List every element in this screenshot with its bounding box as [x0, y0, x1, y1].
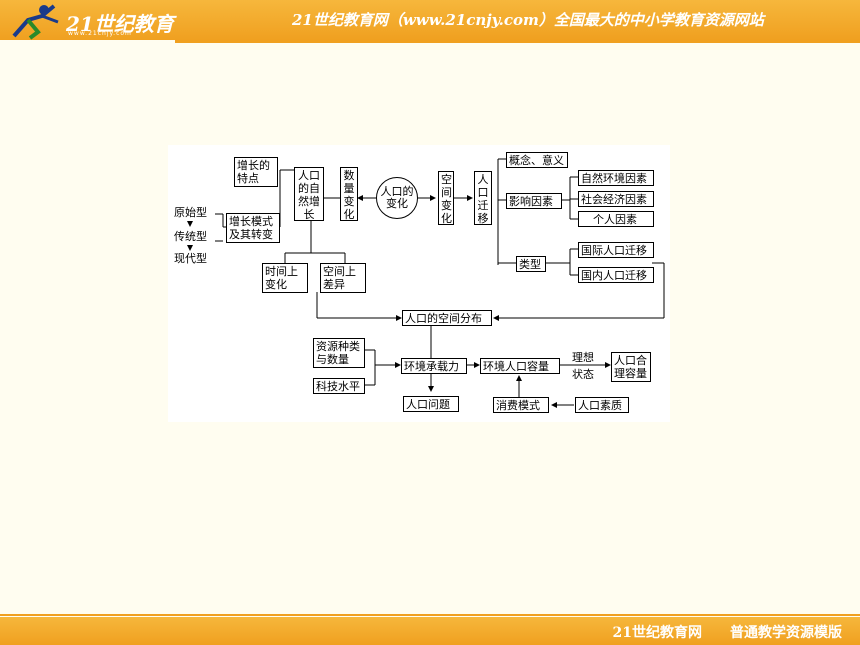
spatial-distribution-box: 人口的空间分布 [402, 310, 492, 326]
spatial-change-box: 空间变化 [438, 171, 454, 225]
logo-text: 21世纪教育 [66, 12, 174, 36]
site-logo[interactable]: 21世纪教育 www.21cnjy.com [8, 2, 183, 40]
carrying-capacity-box: 环境承载力 [401, 358, 467, 374]
header-divider [175, 40, 860, 43]
growth-traits-box: 增长的特点 [234, 157, 278, 187]
consumption-box: 消费模式 [493, 397, 549, 413]
time-change-box: 时间上变化 [262, 263, 308, 293]
footer-text: 21世纪教育网 普通教学资源模版 [613, 622, 842, 642]
center-node: 人口的变化 [376, 177, 418, 219]
natural-growth-box: 人口的自然增长 [294, 167, 324, 221]
footer-bar: 21世纪教育网 普通教学资源模版 [0, 617, 860, 645]
footer-site: 21世纪教育网 [612, 625, 702, 641]
population-concept-map: 增长的特点 人口的自然增长 数量变化 人口的变化 空间变化 人口迁移 原始型 传… [168, 145, 670, 422]
footer-subtitle: 普通教学资源模版 [730, 625, 842, 641]
runner-logo-icon [12, 4, 59, 40]
natural-env-box: 自然环境因素 [578, 170, 654, 186]
resources-box: 资源种类与数量 [313, 338, 365, 368]
pop-problems-box: 人口问题 [403, 396, 459, 412]
reasonable-capacity-box: 人口合理容量 [611, 352, 651, 382]
type-primitive: 原始型 [174, 206, 207, 219]
ideal-label: 理想 [572, 351, 594, 364]
state-label: 状态 [572, 368, 594, 381]
types-box: 类型 [516, 256, 546, 272]
type-traditional: 传统型 [174, 230, 207, 243]
concept-box: 概念、意义 [506, 152, 568, 168]
footer-divider [0, 614, 860, 616]
space-diff-box: 空间上差异 [320, 263, 366, 293]
logo-url: www.21cnjy.com [68, 30, 132, 37]
growth-mode-box: 增长模式及其转变 [226, 213, 280, 243]
connector-lines [187, 158, 665, 408]
domestic-migration-box: 国内人口迁移 [578, 267, 654, 283]
factors-box: 影响因素 [506, 193, 562, 209]
technology-box: 科技水平 [313, 378, 365, 394]
intl-migration-box: 国际人口迁移 [578, 242, 654, 258]
env-pop-capacity-box: 环境人口容量 [480, 358, 560, 374]
personal-box: 个人因素 [578, 211, 654, 227]
header-bar: 21世纪教育 www.21cnjy.com 21世纪教育网（www.21cnjy… [0, 0, 860, 40]
pop-quality-box: 人口素质 [575, 397, 629, 413]
migration-box: 人口迁移 [474, 171, 492, 225]
type-modern: 现代型 [174, 252, 207, 265]
header-title: 21世纪教育网（www.21cnjy.com）全国最大的中小学教育资源网站 [292, 11, 764, 29]
socio-econ-box: 社会经济因素 [578, 191, 654, 207]
quantity-change-box: 数量变化 [340, 167, 358, 221]
